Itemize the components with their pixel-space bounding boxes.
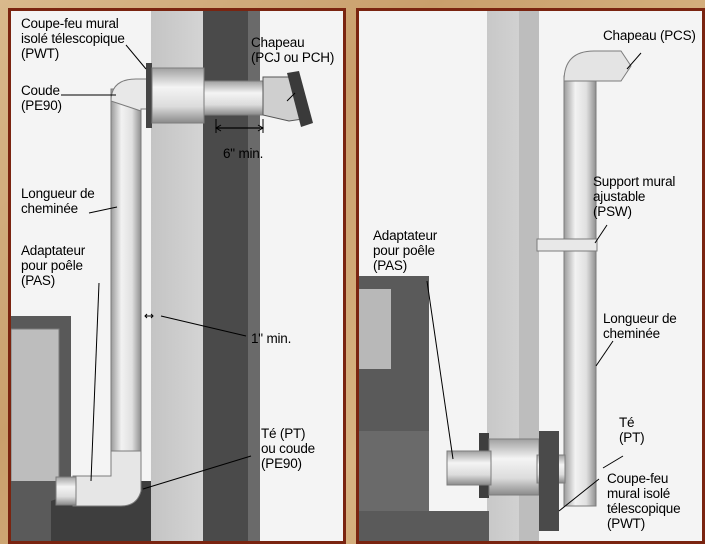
termination-cap	[563, 50, 632, 82]
label-chapeau: Chapeau (PCJ ou PCH)	[251, 35, 335, 65]
label-pas: Adaptateur pour poêle (PAS)	[373, 228, 438, 273]
label-pas: Adaptateur pour poêle (PAS)	[21, 243, 86, 288]
right-installation-diagram: Chapeau (PCS) Support mural ajustable (P…	[356, 8, 705, 544]
label-te: Té (PT)	[619, 415, 645, 445]
label-te: Té (PT) ou coude (PE90)	[261, 426, 315, 471]
wall-thimble	[151, 67, 205, 124]
label-psw: Support mural ajustable (PSW)	[593, 174, 676, 219]
label-longueur: Longueur de cheminée	[21, 186, 95, 216]
label-clearance-wall: 1" min.	[251, 331, 292, 346]
label-pwt: Coupe-feu mural isolé télescopique (PWT)	[21, 16, 125, 61]
horizontal-pipe	[203, 80, 265, 116]
label-chapeau: Chapeau (PCS)	[603, 28, 696, 43]
chimney-length-pipe	[110, 88, 142, 480]
wall-support-bracket	[536, 238, 598, 252]
label-clearance-cap: 6" min.	[223, 146, 264, 161]
label-longueur: Longueur de cheminée	[603, 311, 677, 341]
chimney-length-pipe	[563, 75, 597, 507]
label-pwt: Coupe-feu mural isolé télescopique (PWT)	[607, 471, 681, 531]
stove-adapter	[55, 476, 77, 506]
label-coude: Coude (PE90)	[21, 83, 62, 113]
left-installation-diagram: Coupe-feu mural isolé télescopique (PWT)…	[8, 8, 346, 544]
left-diagram-illustration	[11, 11, 343, 541]
wall-thimble	[488, 438, 540, 496]
right-diagram-illustration	[359, 11, 702, 541]
stove-adapter	[446, 450, 492, 486]
